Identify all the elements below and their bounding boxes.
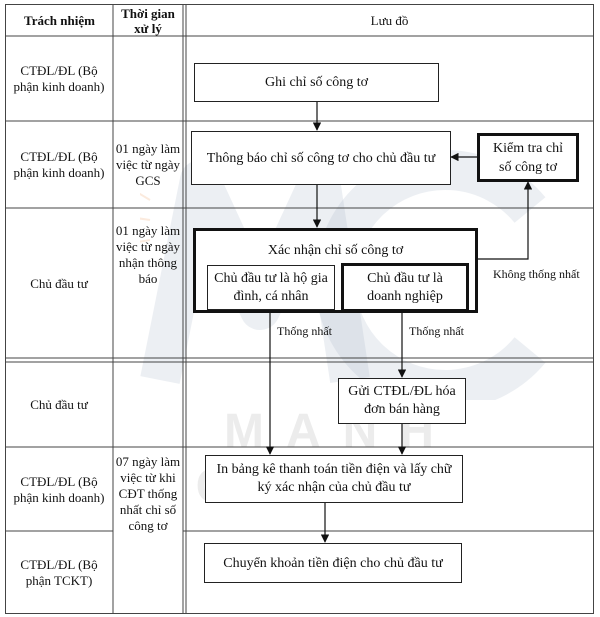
node-send-invoice: Gửi CTĐL/ĐL hóa đơn bán hàng (338, 378, 466, 424)
responsibility-row-5: CTĐL/ĐL (Bộ phận kinh doanh) (13, 473, 105, 505)
responsibility-row-4: Chủ đầu tư (30, 397, 88, 412)
responsibility-row-6: CTĐL/ĐL (Bộ phận TCKT) (20, 556, 98, 588)
edge-label-agree-left: Thống nhất (277, 324, 332, 338)
responsibility-row-1: CTĐL/ĐL (Bộ phận kinh doanh) (13, 63, 105, 94)
header-processing-time: Thời gian xử lý (121, 5, 175, 36)
header-flowchart: Lưu đồ (370, 13, 409, 28)
node-household: Chủ đầu tư là hộ gia đình, cá nhân (207, 265, 335, 310)
responsibility-row-2: CTĐL/ĐL (Bộ phận kinh doanh) (13, 149, 105, 180)
node-check-meter: Kiểm tra chỉ số công tơ (477, 133, 579, 182)
node-enterprise: Chủ đầu tư là doanh nghiệp (341, 263, 469, 312)
node-confirm-meter-label: Xác nhận chỉ số công tơ (267, 243, 404, 258)
time-row-2: 01 ngày làm việc từ ngày GCS (115, 141, 181, 188)
node-record-meter: Ghi chỉ số công tơ (194, 63, 439, 102)
node-transfer-payment: Chuyển khoản tiền điện cho chủ đầu tư (204, 543, 462, 583)
time-row-5: 07 ngày làm việc từ khi CĐT thống nhất c… (115, 454, 181, 533)
header-responsibility: Trách nhiệm (24, 13, 95, 28)
responsibility-row-3: Chủ đầu tư (30, 275, 88, 291)
time-row-3: 01 ngày làm việc từ ngày nhận thông báo (115, 223, 181, 286)
node-notify-investor: Thông báo chỉ số công tơ cho chủ đầu tư (191, 131, 451, 185)
node-print-statement: In bảng kê thanh toán tiền điện và lấy c… (205, 455, 463, 503)
edge-label-agree-right: Thống nhất (409, 324, 464, 338)
edge-label-disagree: Không thống nhất (493, 267, 580, 281)
